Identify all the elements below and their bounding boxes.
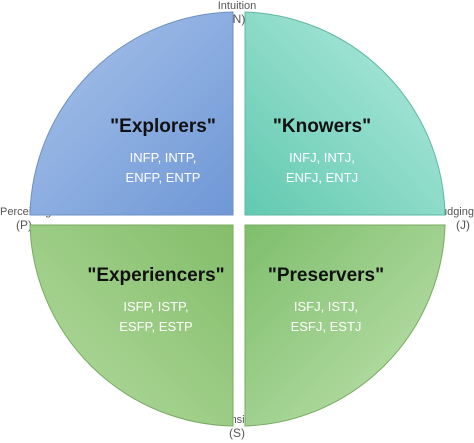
quadrant-types-preservers-line2: ESFJ, ESTJ xyxy=(291,319,362,334)
axis-name: Intuition xyxy=(217,0,257,12)
quadrant-title-explorers: "Explorers" xyxy=(110,116,216,137)
quadrant-title-knowers: "Knowers" xyxy=(273,116,371,137)
quadrant-preservers xyxy=(244,224,446,427)
axis-code: (J) xyxy=(456,218,470,232)
quadrant-title-experiencers: "Experiencers" xyxy=(87,265,224,286)
quadrant-types-explorers-line2: ENFP, ENTP xyxy=(126,170,201,185)
quadrant-types-preservers-line1: ISFJ, ISTJ, xyxy=(294,299,358,314)
quadrant-types-experiencers-line2: ESFP, ESTP xyxy=(119,319,192,334)
quadrant-types-knowers-line1: INFJ, INTJ, xyxy=(289,150,355,165)
quadrant-types-knowers-line2: ENFJ, ENTJ xyxy=(286,170,358,185)
quadrant-explorers xyxy=(29,11,234,216)
axis-code: (P) xyxy=(16,218,32,232)
quadrant-types-explorers-line1: INFP, INTP, xyxy=(130,150,197,165)
axis-code: (S) xyxy=(229,426,245,440)
quadrant-types-experiencers-line1: ISFP, ISTP, xyxy=(123,299,188,314)
quadrant-title-preservers: "Preservers" xyxy=(268,265,384,286)
quadrant-experiencers xyxy=(29,224,234,427)
quadrant-knowers xyxy=(244,11,446,216)
